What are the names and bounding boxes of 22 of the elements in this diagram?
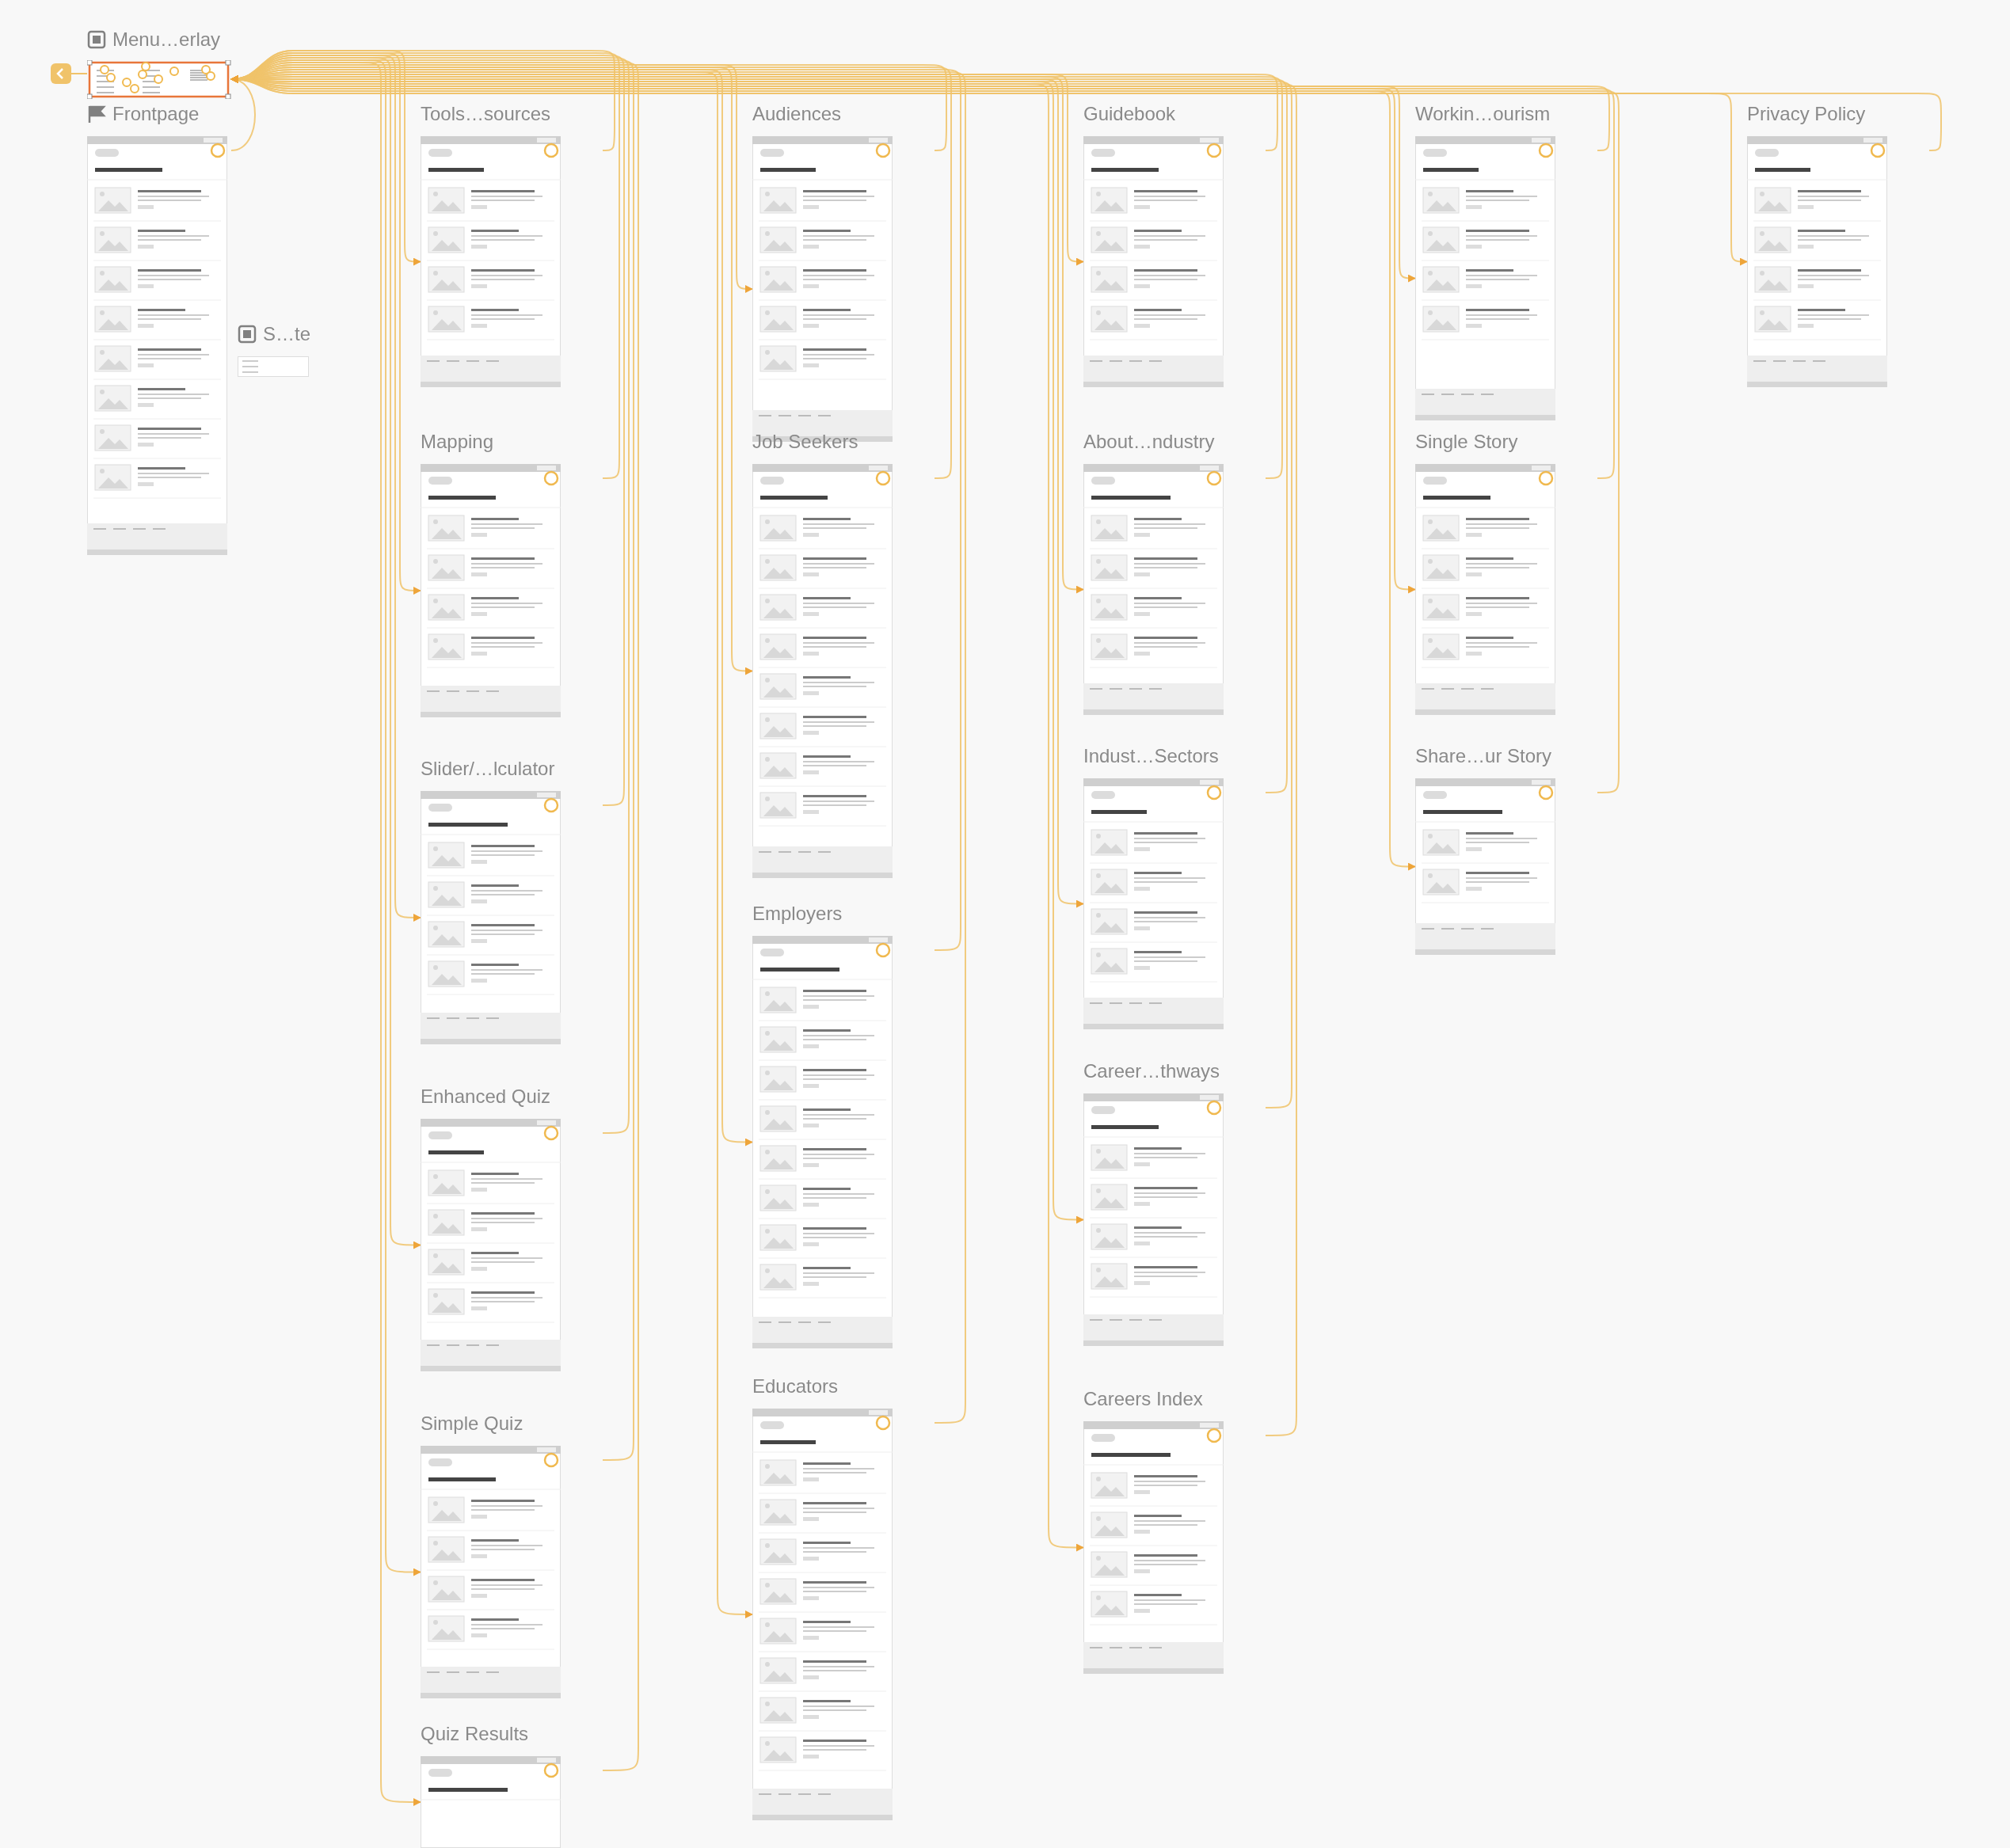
artboard-title: Menu…erlay [112,28,221,51]
artboard-title: Careers Index [1083,1387,1203,1411]
artboard-title: Educators [752,1375,839,1398]
artboard-title: Share…ur Story [1415,744,1552,768]
artboard-title: Career…thways [1083,1059,1220,1083]
artboard-title: About…ndustry [1083,430,1215,454]
artboard-title: Workin…ourism [1415,102,1551,126]
artboard-title: Privacy Policy [1747,102,1866,126]
artboard-title: Simple Quiz [421,1412,523,1435]
artboard-title: Single Story [1415,430,1518,454]
artboard-title: Indust…Sectors [1083,744,1219,768]
artboard-title: Audiences [752,102,842,126]
artboard-title: Quiz Results [421,1722,529,1746]
artboard-title: Mapping [421,430,494,454]
artboard-title: Employers [752,902,843,926]
artboard-title: Frontpage [112,102,200,126]
artboard-title: Guidebook [1083,102,1176,126]
artboard-title: Slider/…lculator [421,757,555,781]
artboard-title: Enhanced Quiz [421,1085,551,1108]
artboard-title: Job Seekers [752,430,858,454]
artboard-title: Tools…sources [421,102,551,126]
artboard-title: S…te [263,322,311,346]
